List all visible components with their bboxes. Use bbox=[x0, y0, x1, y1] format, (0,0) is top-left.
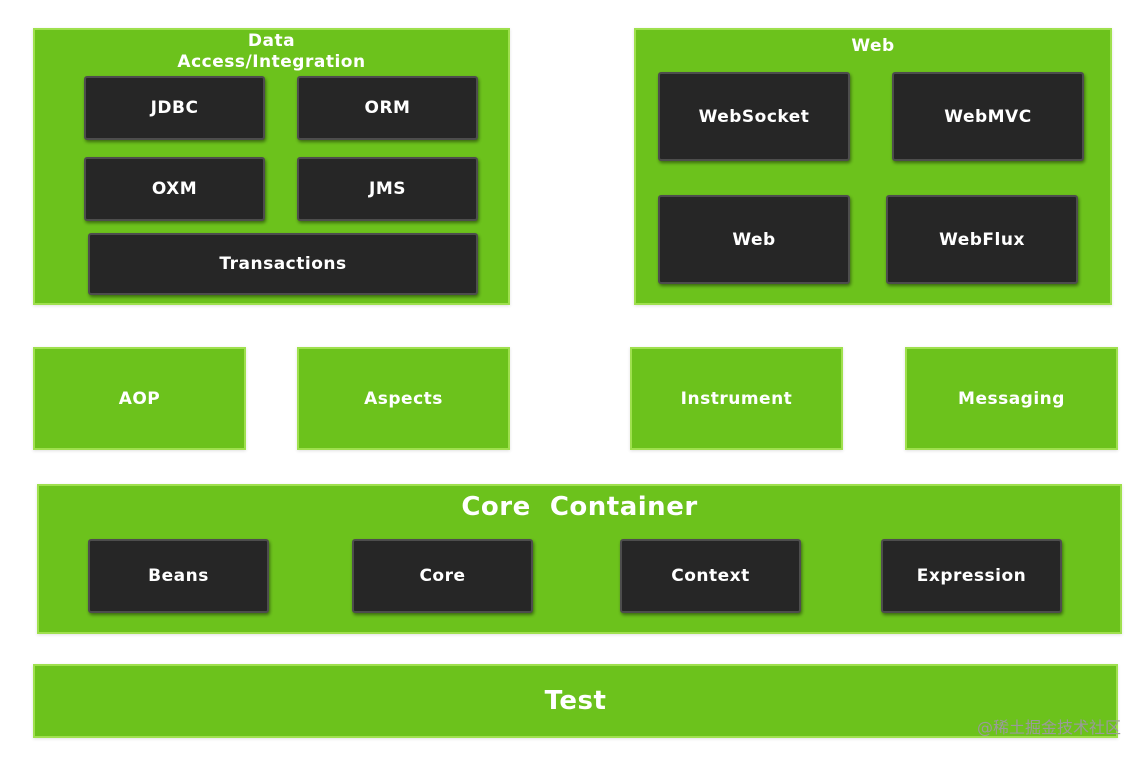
module-webmvc: WebMVC bbox=[892, 72, 1084, 161]
module-jms: JMS bbox=[297, 157, 478, 221]
core-container-group: Core Container Beans Core Context Expres… bbox=[37, 484, 1122, 634]
watermark: @稀土掘金技术社区 bbox=[976, 718, 1121, 737]
module-instrument: Instrument bbox=[630, 347, 843, 450]
module-aspects: Aspects bbox=[297, 347, 510, 450]
test-title: Test bbox=[544, 686, 607, 716]
web-title: Web bbox=[851, 36, 895, 56]
module-webflux: WebFlux bbox=[886, 195, 1078, 284]
module-websocket: WebSocket bbox=[658, 72, 850, 161]
data-access-integration-group: Data Access/Integration JDBC ORM OXM JMS… bbox=[33, 28, 510, 305]
core-container-title: Core Container bbox=[461, 492, 698, 522]
module-transactions: Transactions bbox=[88, 233, 478, 295]
web-group: Web WebSocket WebMVC Web WebFlux bbox=[634, 28, 1112, 305]
module-messaging: Messaging bbox=[905, 347, 1118, 450]
module-core: Core bbox=[352, 539, 533, 613]
module-aop: AOP bbox=[33, 347, 246, 450]
test-group: Test bbox=[33, 664, 1118, 738]
module-beans: Beans bbox=[88, 539, 269, 613]
module-jdbc: JDBC bbox=[84, 76, 265, 140]
module-context: Context bbox=[620, 539, 801, 613]
module-web: Web bbox=[658, 195, 850, 284]
module-orm: ORM bbox=[297, 76, 478, 140]
module-oxm: OXM bbox=[84, 157, 265, 221]
data-access-integration-title: Data Access/Integration bbox=[177, 31, 366, 72]
module-expression: Expression bbox=[881, 539, 1062, 613]
